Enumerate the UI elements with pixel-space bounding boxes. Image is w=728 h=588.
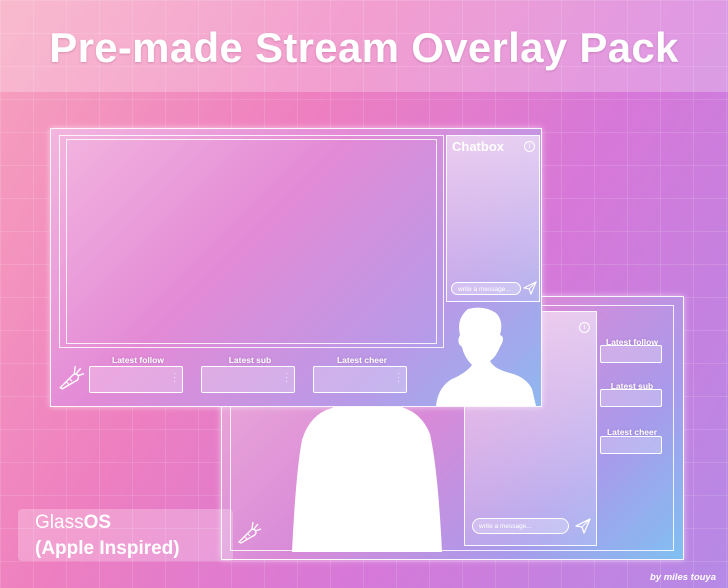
overlay-2-chat-input[interactable]: write a message...: [472, 518, 569, 534]
overlay-1-frame: Chatbox i write a message... Latest foll…: [50, 128, 542, 407]
more-dots-icon[interactable]: ···: [397, 369, 400, 386]
overlay-1-chat-panel: Chatbox i write a message...: [446, 135, 540, 302]
more-dots-icon[interactable]: ···: [173, 369, 176, 386]
page-title: Pre-made Stream Overlay Pack: [49, 24, 679, 71]
send-icon[interactable]: [523, 281, 537, 295]
info-icon[interactable]: i: [524, 141, 535, 152]
carrot-icon: [59, 366, 85, 390]
overlay-1-cheer-box: ···: [313, 366, 407, 393]
carrot-icon: [237, 521, 262, 544]
person-silhouette: [292, 401, 442, 552]
subtitle-prefix: Glass: [35, 512, 84, 533]
overlay-2-label-follow: Latest follow: [606, 337, 658, 347]
overlay-1-label-follow: Latest follow: [112, 355, 164, 365]
overlay-2-sub-box: [600, 389, 662, 407]
overlay-1-label-cheer: Latest cheer: [336, 355, 388, 365]
overlay-1-chat-input[interactable]: write a message...: [451, 282, 521, 295]
subtitle-line-2: (Apple Inspired): [35, 538, 180, 559]
overlay-1-outer-cam-frame: [59, 135, 444, 348]
subtitle-backdrop: [18, 509, 233, 561]
info-icon[interactable]: i: [579, 322, 590, 333]
more-dots-icon[interactable]: ···: [285, 369, 288, 386]
overlay-1-label-sub: Latest sub: [228, 355, 272, 365]
overlay-1-game-window: [66, 139, 437, 344]
person-silhouette: [436, 307, 536, 406]
chatbox-title: Chatbox: [452, 139, 504, 154]
overlay-2-label-sub: Latest sub: [610, 381, 654, 391]
subtitle-bold: OS: [83, 512, 112, 533]
overlay-2-follow-box: [600, 345, 662, 363]
credit-text: by miles touya: [650, 572, 716, 583]
overlay-1-follow-box: ···: [89, 366, 183, 393]
send-icon[interactable]: [575, 518, 591, 534]
title-banner: [0, 0, 728, 92]
overlay-2-cheer-box: [600, 436, 662, 454]
overlay-1-sub-box: ···: [201, 366, 295, 393]
subtitle-line-1: GlassOS: [35, 512, 111, 534]
overlay-2-label-cheer: Latest cheer: [606, 427, 658, 437]
